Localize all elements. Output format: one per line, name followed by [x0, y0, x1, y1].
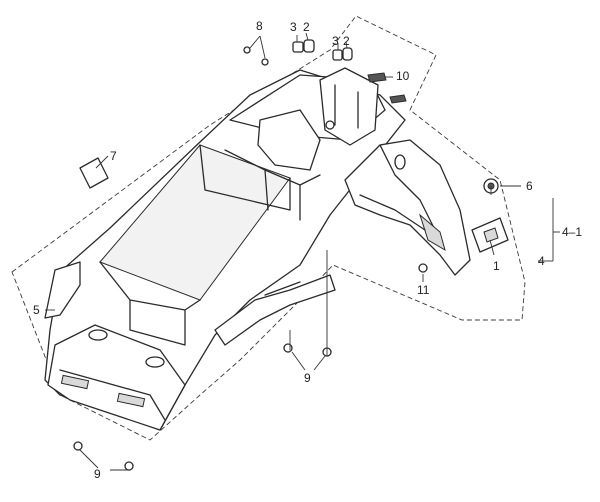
callout-11: 11 — [417, 283, 430, 297]
callout-7: 7 — [110, 149, 117, 163]
callout-leader-lines — [45, 32, 560, 471]
callout-4: 4 — [538, 254, 545, 268]
rear-fender-body — [44, 67, 406, 431]
callout-3b: 3 — [332, 34, 339, 48]
callout-3a: 3 — [290, 20, 297, 34]
callout-9a: 9 — [304, 371, 311, 385]
callout-8: 8 — [256, 19, 263, 33]
grommet-parts-2-3 — [292, 39, 353, 61]
callout-9b: 9 — [94, 467, 101, 481]
callout-2b: 2 — [343, 34, 350, 48]
label-sticker-part-7 — [79, 157, 109, 189]
callout-4-1: 4–1 — [562, 225, 582, 239]
callout-1: 1 — [493, 259, 500, 273]
assembly-boundary-outline — [11, 15, 526, 441]
screw-part-8 — [243, 46, 269, 66]
clip-part-10 — [367, 72, 407, 104]
callout-10: 10 — [396, 69, 410, 83]
callout-5: 5 — [33, 303, 40, 317]
callout-6: 6 — [526, 179, 533, 193]
callout-2a: 2 — [303, 20, 310, 34]
tail-bracket-assembly — [344, 139, 471, 276]
bolt-part-11 — [418, 263, 428, 273]
reflector-plate — [471, 217, 509, 253]
